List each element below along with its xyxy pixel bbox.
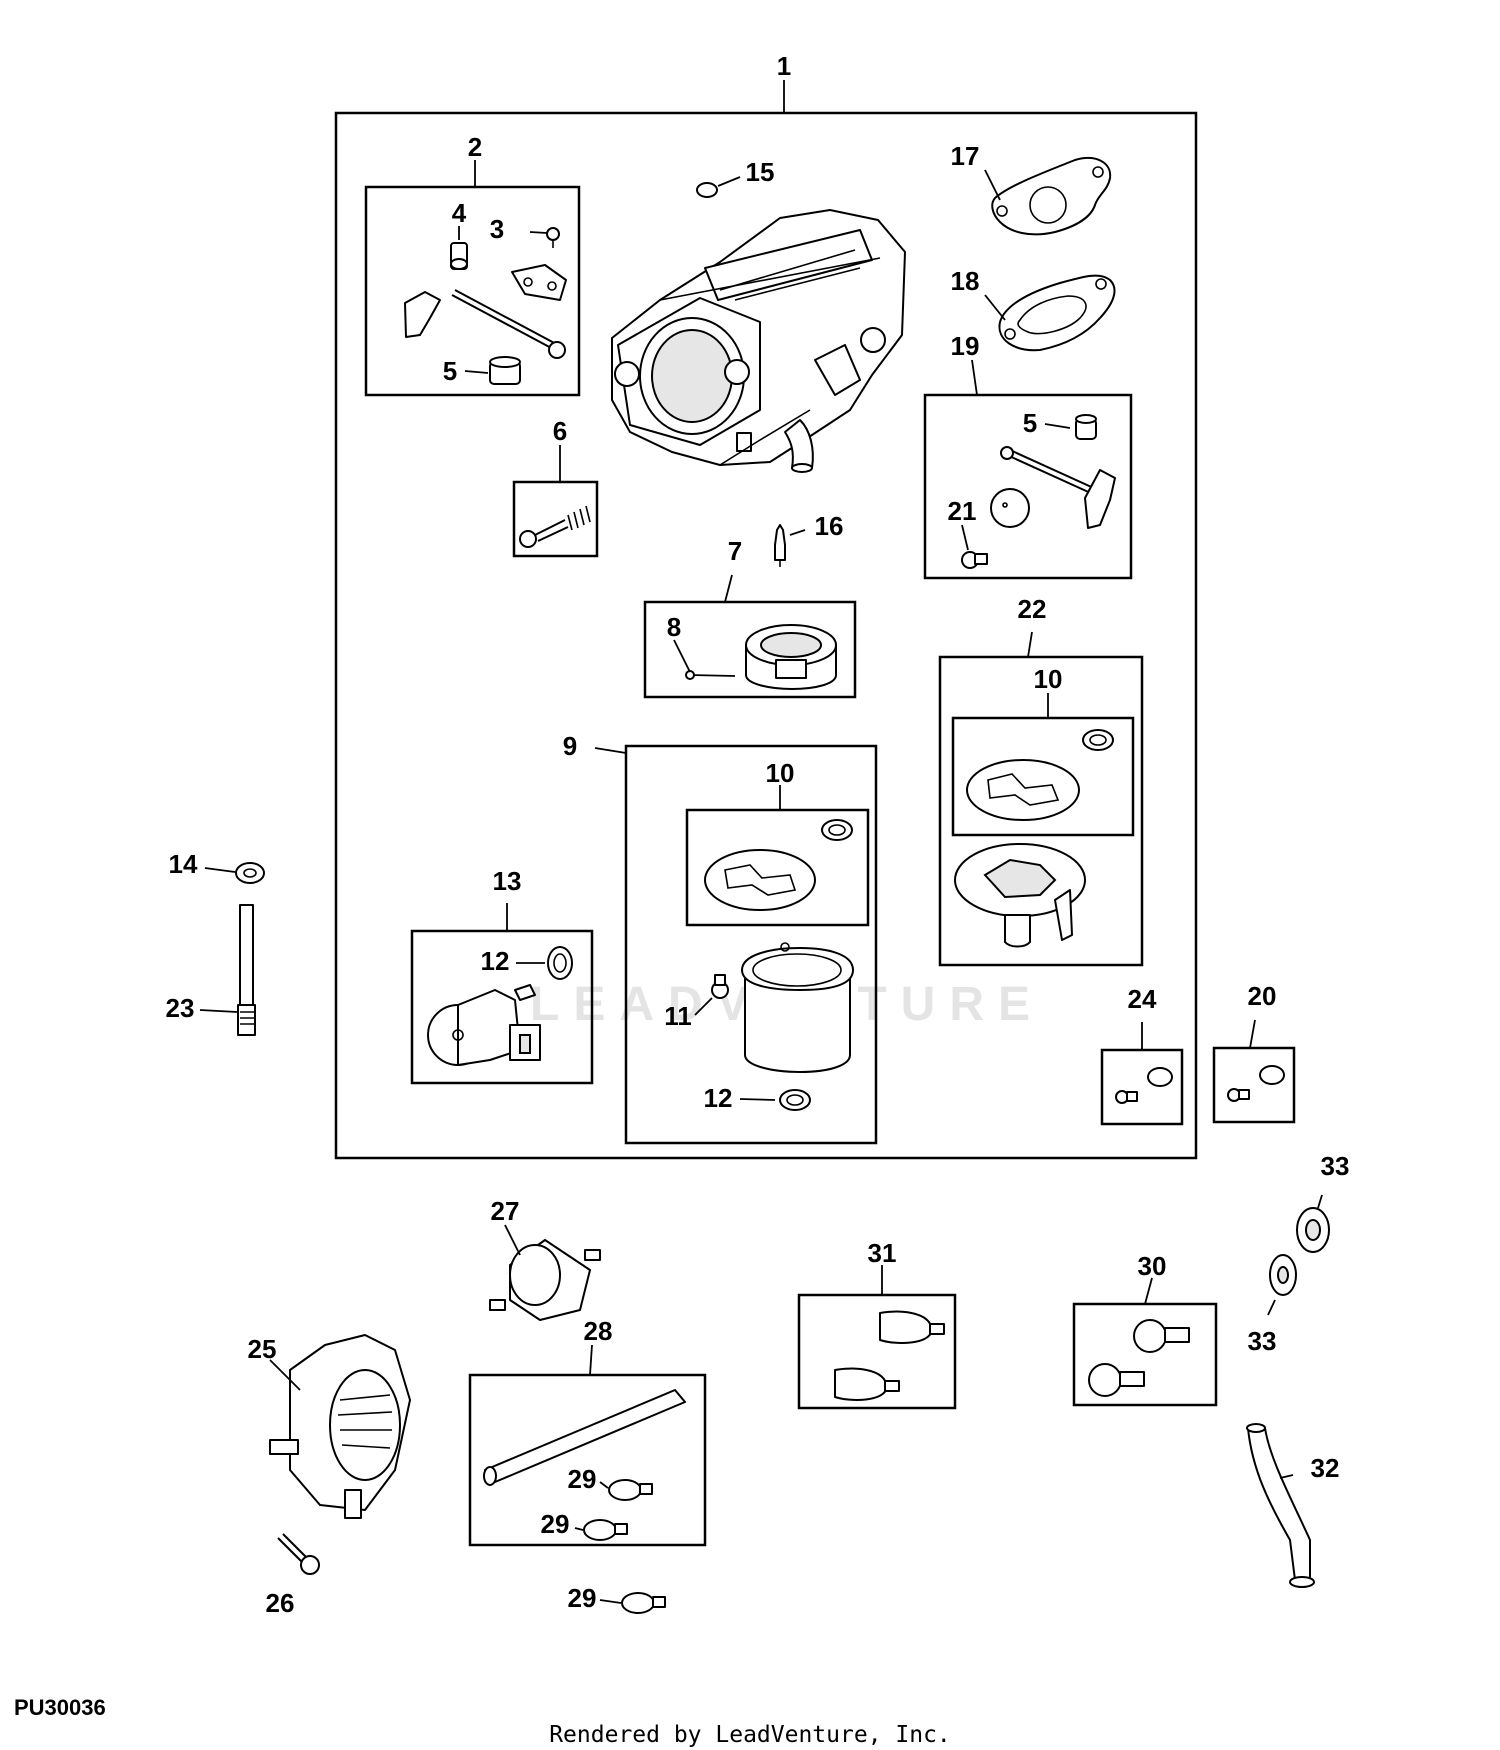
callout-4[interactable]: 4 [452,198,467,228]
callout-29-1[interactable]: 29 [568,1464,597,1494]
bowl-washer-lower [779,1089,811,1111]
hex-nut [235,862,265,884]
float-kit-frame [643,600,857,699]
callout-19[interactable]: 19 [951,331,980,361]
callout-20[interactable]: 20 [1248,981,1277,1011]
metering-plate [954,843,1086,948]
callout-14[interactable]: 14 [169,849,198,879]
callout-26[interactable]: 26 [266,1588,295,1618]
pump-screw [277,1533,320,1575]
float-bowl [741,942,854,1073]
mounting-stud [237,904,256,1036]
callout-12-lower[interactable]: 12 [704,1083,733,1113]
screw-kit-20-parts [1227,1065,1285,1102]
grommet-lower [1269,1254,1297,1296]
clamp-kit-30-parts [1088,1319,1190,1397]
solenoid-kit-frame [410,929,594,1085]
callout-17[interactable]: 17 [951,141,980,171]
welch-plug [696,182,718,198]
choke-shaft-kit-frame [923,393,1133,580]
throttle-shaft-parts [404,227,567,385]
gasket-kit-frame-left [685,808,870,927]
idle-screw-parts [519,505,591,548]
footer-credit: Rendered by LeadVenture, Inc. [549,1722,951,1748]
gasket-kit-inner-frame-right [951,716,1135,837]
screw-kit-24-frame [1100,1048,1184,1126]
callout-33-lower[interactable]: 33 [1248,1326,1277,1356]
callout-28[interactable]: 28 [584,1316,613,1346]
idle-screw-kit-frame [512,480,599,558]
float-bowl-kit-frame [624,744,878,1145]
carburetor-assembly-frame [334,111,1198,1160]
clamp-kit-31-parts [834,1310,945,1401]
fuel-solenoid [427,984,541,1066]
screw-kit-24-parts [1115,1067,1173,1104]
callout-22[interactable]: 22 [1018,594,1047,624]
bowl-gasket-right [966,729,1114,821]
callout-27[interactable]: 27 [491,1196,520,1226]
hose-clamp-2 [583,1519,628,1541]
callout-29-2[interactable]: 29 [541,1509,570,1539]
float-kit-parts [685,624,837,690]
solenoid-washer [547,946,573,980]
callout-15[interactable]: 15 [746,157,775,187]
hose-clamp-3 [621,1592,666,1614]
callout-10-left[interactable]: 10 [766,758,795,788]
fuel-filter [489,1239,601,1321]
screw-kit-20-frame [1212,1046,1296,1124]
callout-24[interactable]: 24 [1128,984,1157,1014]
callout-6[interactable]: 6 [553,416,567,446]
callout-21[interactable]: 21 [948,496,977,526]
fuel-pump [269,1334,411,1519]
callout-3[interactable]: 3 [490,214,504,244]
callout-18[interactable]: 18 [951,266,980,296]
throttle-shaft-kit-frame [364,185,581,397]
callout-5-right[interactable]: 5 [1023,408,1037,438]
carburetor-body [611,209,906,473]
callout-9[interactable]: 9 [563,731,577,761]
callout-12-left[interactable]: 12 [481,946,510,976]
callout-31[interactable]: 31 [868,1238,897,1268]
callout-8[interactable]: 8 [667,612,681,642]
inlet-needle [774,524,786,567]
gasket-kit-frame-right [938,655,1144,967]
bowl-gasket-left [704,819,853,911]
clamp-kit-31-frame [797,1293,957,1410]
diagram-id: PU30036 [14,1695,106,1720]
callout-33-upper[interactable]: 33 [1321,1151,1350,1181]
choke-shaft-parts [961,414,1116,569]
callout-13[interactable]: 13 [493,866,522,896]
vent-elbow-hose [1246,1423,1315,1588]
grommet-upper [1296,1207,1330,1253]
intake-gasket-upper [991,157,1112,236]
intake-gasket-lower [998,274,1116,352]
callout-29-3[interactable]: 29 [568,1583,597,1613]
fuel-line-kit-frame [468,1373,707,1547]
bowl-screw [711,974,729,999]
callout-25[interactable]: 25 [248,1334,277,1364]
callout-16[interactable]: 16 [815,511,844,541]
callout-2[interactable]: 2 [468,132,482,162]
callout-23[interactable]: 23 [166,993,195,1023]
callout-7[interactable]: 7 [728,536,742,566]
fuel-line-hose [483,1389,686,1486]
hose-clamp-1 [608,1479,653,1501]
callout-10-right[interactable]: 10 [1034,664,1063,694]
callout-5-left[interactable]: 5 [443,356,457,386]
callout-11[interactable]: 11 [664,1001,692,1031]
callout-1[interactable]: 1 [777,51,791,81]
callout-30[interactable]: 30 [1138,1251,1167,1281]
callout-32[interactable]: 32 [1311,1453,1340,1483]
